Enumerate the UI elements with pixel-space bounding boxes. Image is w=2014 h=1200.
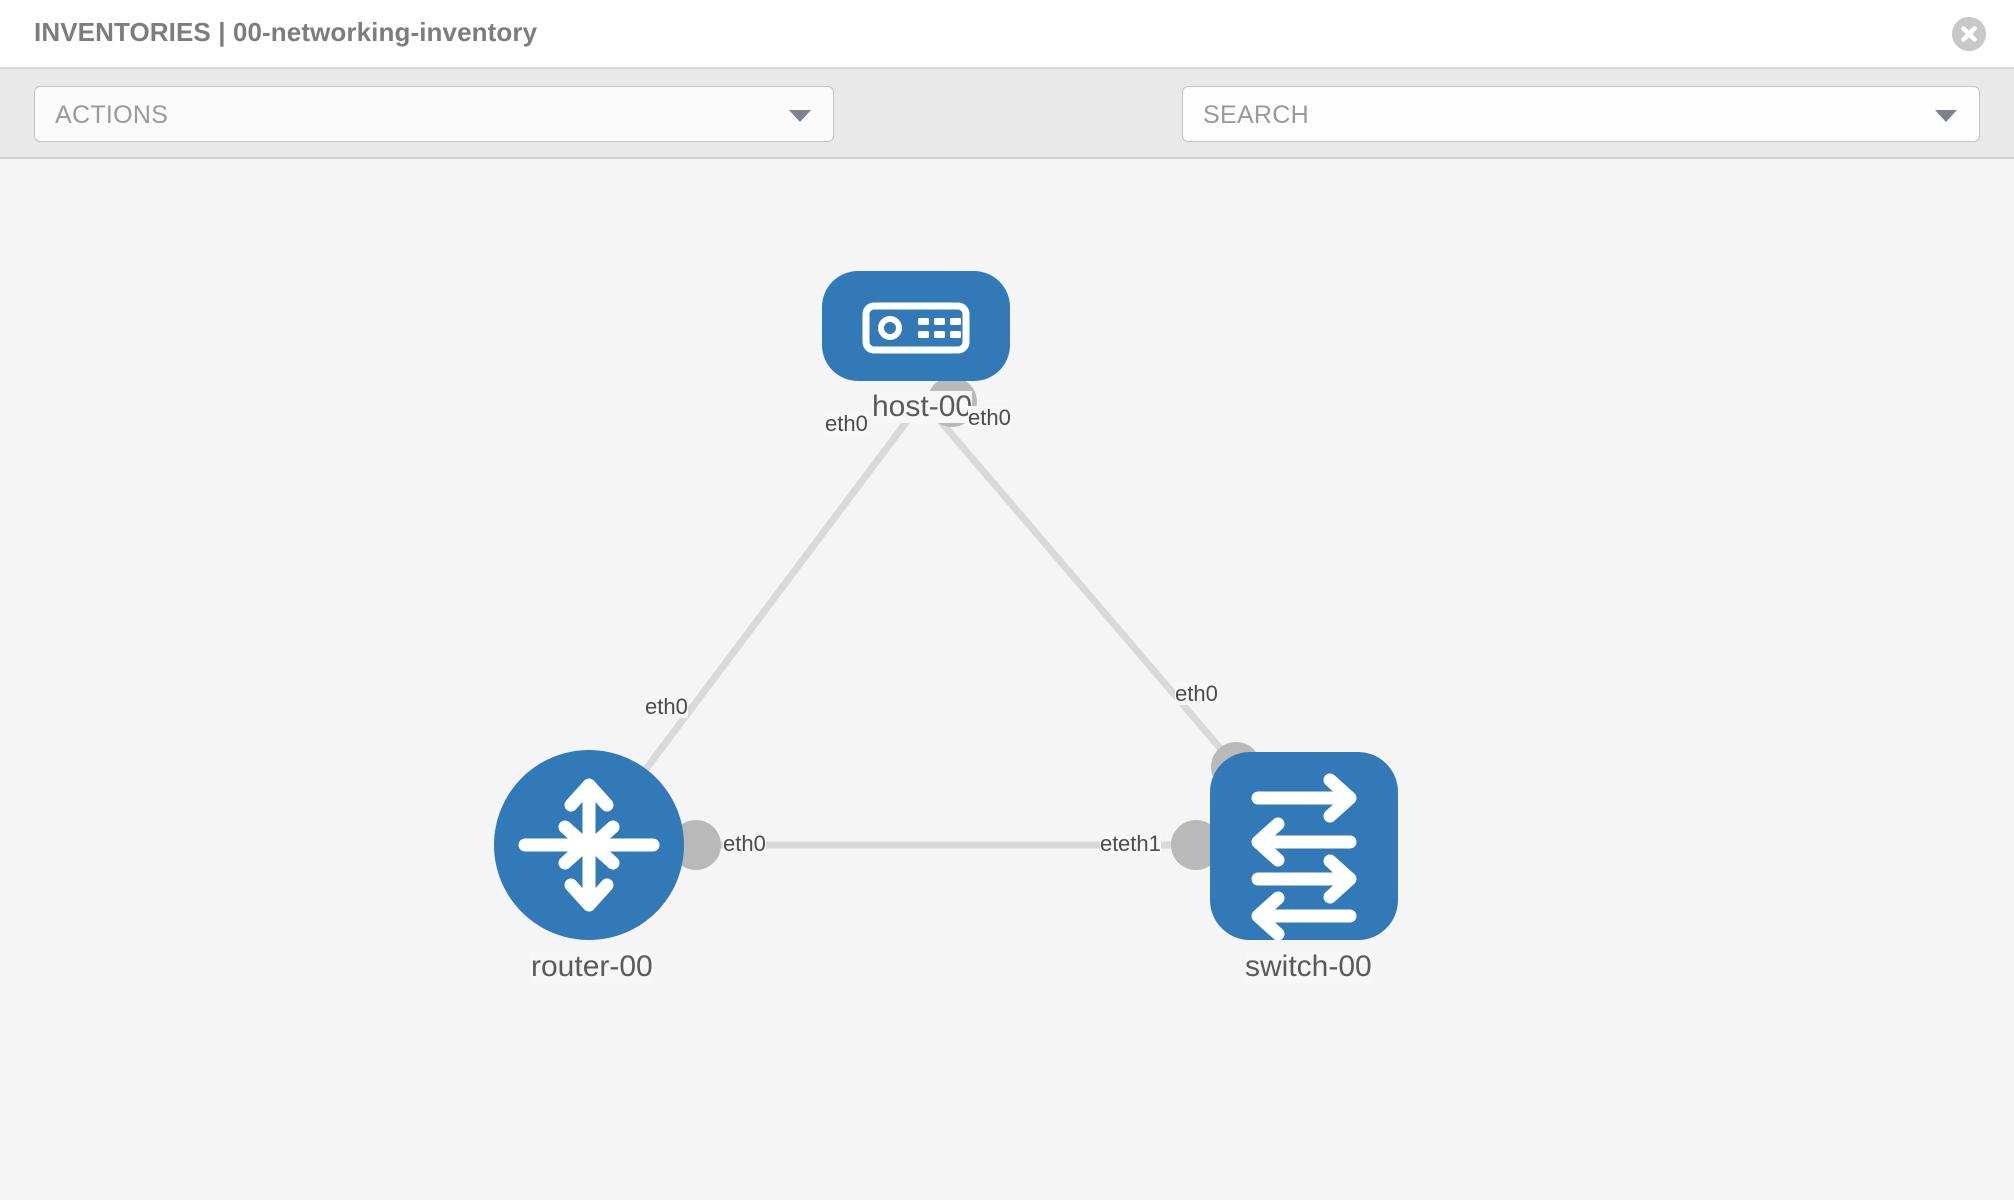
toolbar: ACTIONS SEARCH bbox=[0, 69, 2014, 198]
actions-dropdown-label: ACTIONS bbox=[55, 101, 169, 129]
interface-label-router-up: eth0 bbox=[645, 694, 688, 719]
router-arrows-icon bbox=[518, 778, 660, 912]
topology-links bbox=[586, 406, 1306, 849]
switch-arrows-icon bbox=[1251, 773, 1357, 941]
search-placeholder: SEARCH bbox=[1203, 101, 1309, 129]
close-icon[interactable] bbox=[1952, 17, 1986, 51]
interface-label-switch-up: eth0 bbox=[1175, 681, 1218, 706]
interface-label-host-right: eth0 bbox=[968, 405, 1011, 430]
node-label-host-00: host-00 bbox=[872, 390, 973, 423]
page-title: INVENTORIES | 00-networking-inventory bbox=[34, 17, 538, 47]
topology-canvas[interactable]: host-00 eth0 eth0 router-00 eth0 eth0 sw… bbox=[0, 159, 2014, 1200]
app-header: INVENTORIES | 00-networking-inventory bbox=[0, 0, 2014, 69]
chevron-down-icon bbox=[789, 110, 811, 122]
actions-dropdown[interactable]: ACTIONS bbox=[34, 86, 834, 142]
topology-node-host-00 bbox=[822, 271, 1010, 381]
node-label-switch-00: switch-00 bbox=[1245, 950, 1372, 983]
interface-label-host-left: eth0 bbox=[825, 411, 868, 436]
topology-node-switch-00 bbox=[1210, 752, 1398, 941]
interface-label-router-right: eth0 bbox=[723, 831, 766, 856]
search-input[interactable]: SEARCH bbox=[1182, 86, 1980, 142]
topology-graph bbox=[494, 271, 1398, 941]
interface-label-switch-left-front: eth1 bbox=[1118, 831, 1161, 856]
node-label-router-00: router-00 bbox=[531, 950, 653, 983]
topology-node-router-00 bbox=[494, 750, 684, 940]
chevron-down-icon[interactable] bbox=[1935, 110, 1957, 122]
server-icon bbox=[862, 302, 970, 354]
